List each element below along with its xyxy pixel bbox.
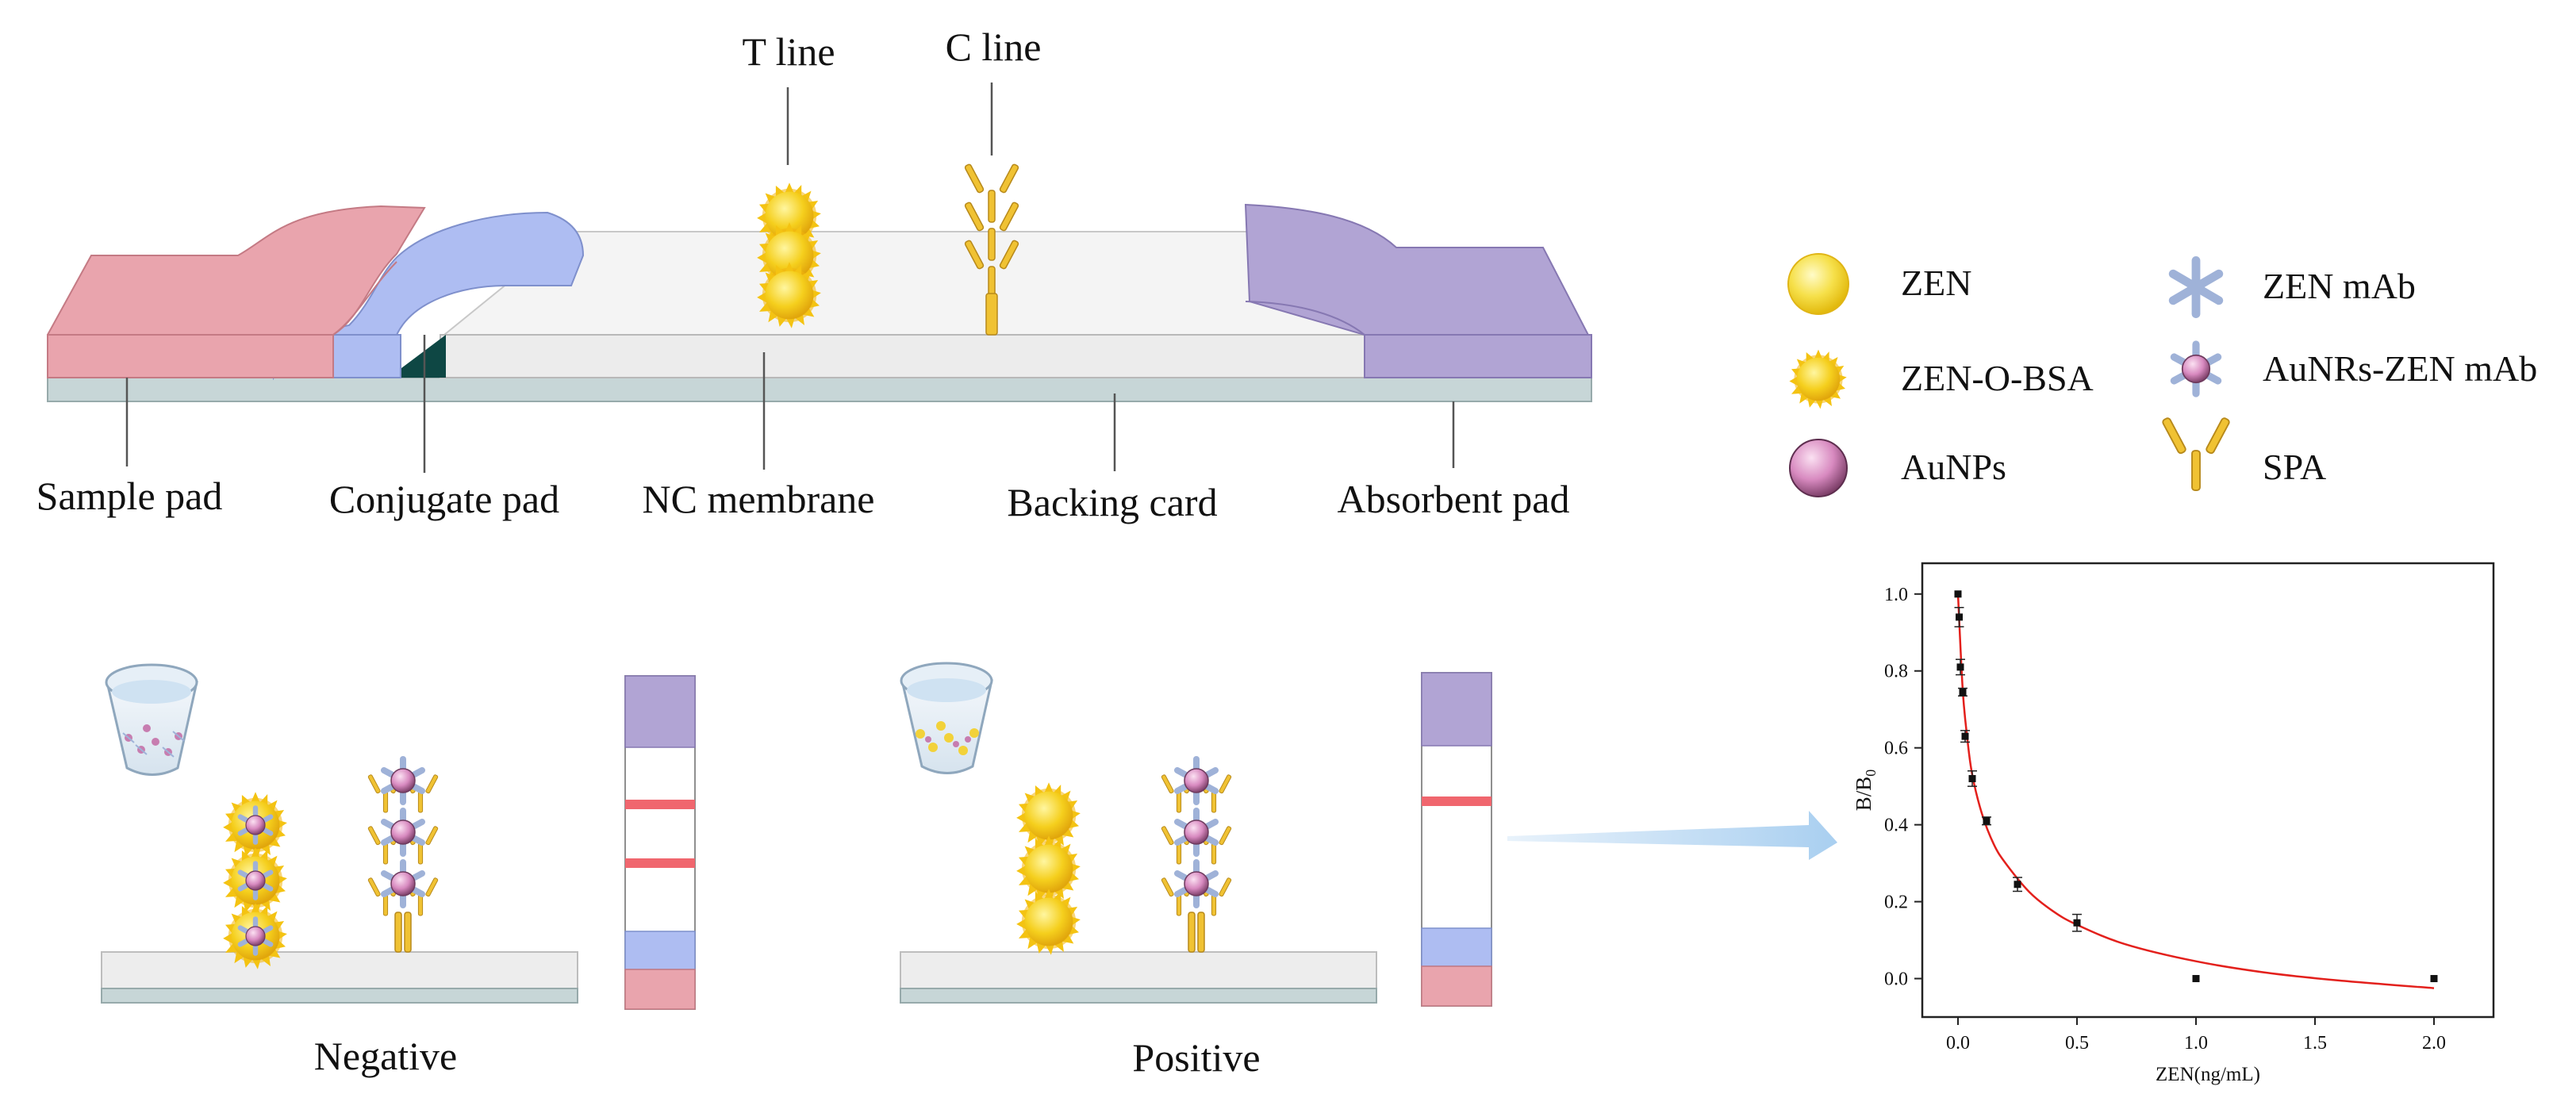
positive-label: Positive (1132, 1035, 1260, 1080)
data-point (1961, 732, 1969, 740)
legend-aunps: AuNPs (1901, 447, 2006, 487)
lateral-flow-strip: T line C line Sample pad Conjugate pad N… (36, 25, 1592, 524)
legend-aunrs-zen-mab: AuNRs-ZEN mAb (2263, 348, 2537, 389)
leader-lines (125, 83, 1455, 473)
sample-pad-label: Sample pad (36, 474, 223, 518)
absorbent-pad-label: Absorbent pad (1338, 477, 1570, 521)
negative-c-line-complex (368, 759, 439, 953)
y-tick-label: 0.4 (1884, 816, 1908, 836)
t-line-label: T line (742, 29, 835, 74)
arrow-to-chart (1507, 811, 1837, 860)
c-line-spa (963, 163, 1020, 336)
calibration-chart: 0.0 0.5 1.0 1.5 2.0 0.0 0.2 0.4 0.6 0.8 1.0 ZEN(ng… (1852, 562, 2495, 1085)
data-point (2073, 919, 2081, 927)
negative-t-line-complex (223, 792, 287, 969)
backing-card-label: Backing card (1007, 480, 1217, 524)
negative-backing (101, 988, 578, 1004)
nc-membrane-front (440, 334, 1369, 378)
legend-zen-mab: ZEN mAb (2263, 266, 2416, 306)
zen-mab-icon (2173, 260, 2219, 313)
negative-label: Negative (314, 1034, 457, 1078)
negative-membrane (101, 951, 578, 989)
positive-backing (900, 988, 1377, 1004)
data-point (1959, 688, 1967, 696)
absorbent-pad-front (1364, 334, 1592, 378)
y-tick-label: 0.2 (1884, 892, 1908, 913)
data-point (2014, 881, 2021, 889)
zen-icon (1787, 253, 1849, 315)
data-point (1983, 817, 1991, 825)
data-point (2430, 975, 2438, 983)
legend: ZEN ZEN-O-BSA AuNPs ZEN mAb AuNRs-ZEN mA… (1787, 253, 2537, 497)
x-tick-label: 1.0 (2184, 1033, 2208, 1054)
x-tick-label: 1.5 (2303, 1033, 2327, 1054)
chart-frame (1921, 562, 2495, 1019)
positive-panel: Positive (900, 662, 1492, 1080)
wedge-mid (389, 335, 446, 378)
x-tick-label: 2.0 (2422, 1033, 2446, 1054)
y-tick-label: 0.0 (1884, 969, 1908, 990)
legend-spa: SPA (2263, 447, 2326, 487)
positive-c-line-complex (1161, 759, 1232, 953)
y-tick-label: 0.6 (1884, 739, 1908, 759)
legend-zen: ZEN (1901, 263, 1971, 303)
zen-o-bsa-icon (1789, 349, 1847, 409)
x-tick-label: 0.0 (1946, 1033, 1970, 1054)
nc-membrane-label: NC membrane (643, 477, 875, 521)
negative-c-band (625, 800, 695, 809)
positive-c-band (1422, 796, 1491, 806)
legend-zen-o-bsa: ZEN-O-BSA (1901, 358, 2094, 398)
data-point (2192, 975, 2200, 983)
y-axis-label: B/B0 (1852, 770, 1879, 812)
aunrs-zen-mab-icon (2174, 344, 2217, 393)
data-point (1954, 590, 1962, 598)
data-point (1956, 663, 1964, 671)
conjugate-pad-label: Conjugate pad (329, 477, 559, 521)
data-point (1956, 613, 1963, 621)
conjugate-pad (273, 211, 585, 381)
positive-result-strip (1421, 672, 1492, 1007)
negative-t-band (625, 858, 695, 868)
negative-panel: Negative (101, 663, 696, 1078)
y-tick-label: 0.8 (1884, 662, 1908, 682)
spa-icon (2161, 416, 2231, 491)
sample-cup-negative (105, 663, 198, 776)
positive-t-line-zen-o-bsa (1016, 782, 1081, 955)
positive-membrane (900, 951, 1377, 989)
sample-cup-positive (900, 662, 993, 774)
negative-result-strip (624, 675, 696, 1010)
data-point (1968, 774, 1976, 782)
t-line-zen-o-bsa (757, 182, 821, 328)
y-tick-label: 1.0 (1884, 585, 1908, 605)
x-axis-label: ZEN(ng/mL) (2156, 1064, 2260, 1085)
c-line-label: C line (946, 25, 1042, 69)
fit-curve (1956, 593, 2435, 989)
x-tick-label: 0.5 (2065, 1033, 2089, 1054)
sample-pad-front (47, 334, 334, 378)
backing-card-base (47, 377, 1592, 402)
aunps-icon (1789, 439, 1848, 497)
